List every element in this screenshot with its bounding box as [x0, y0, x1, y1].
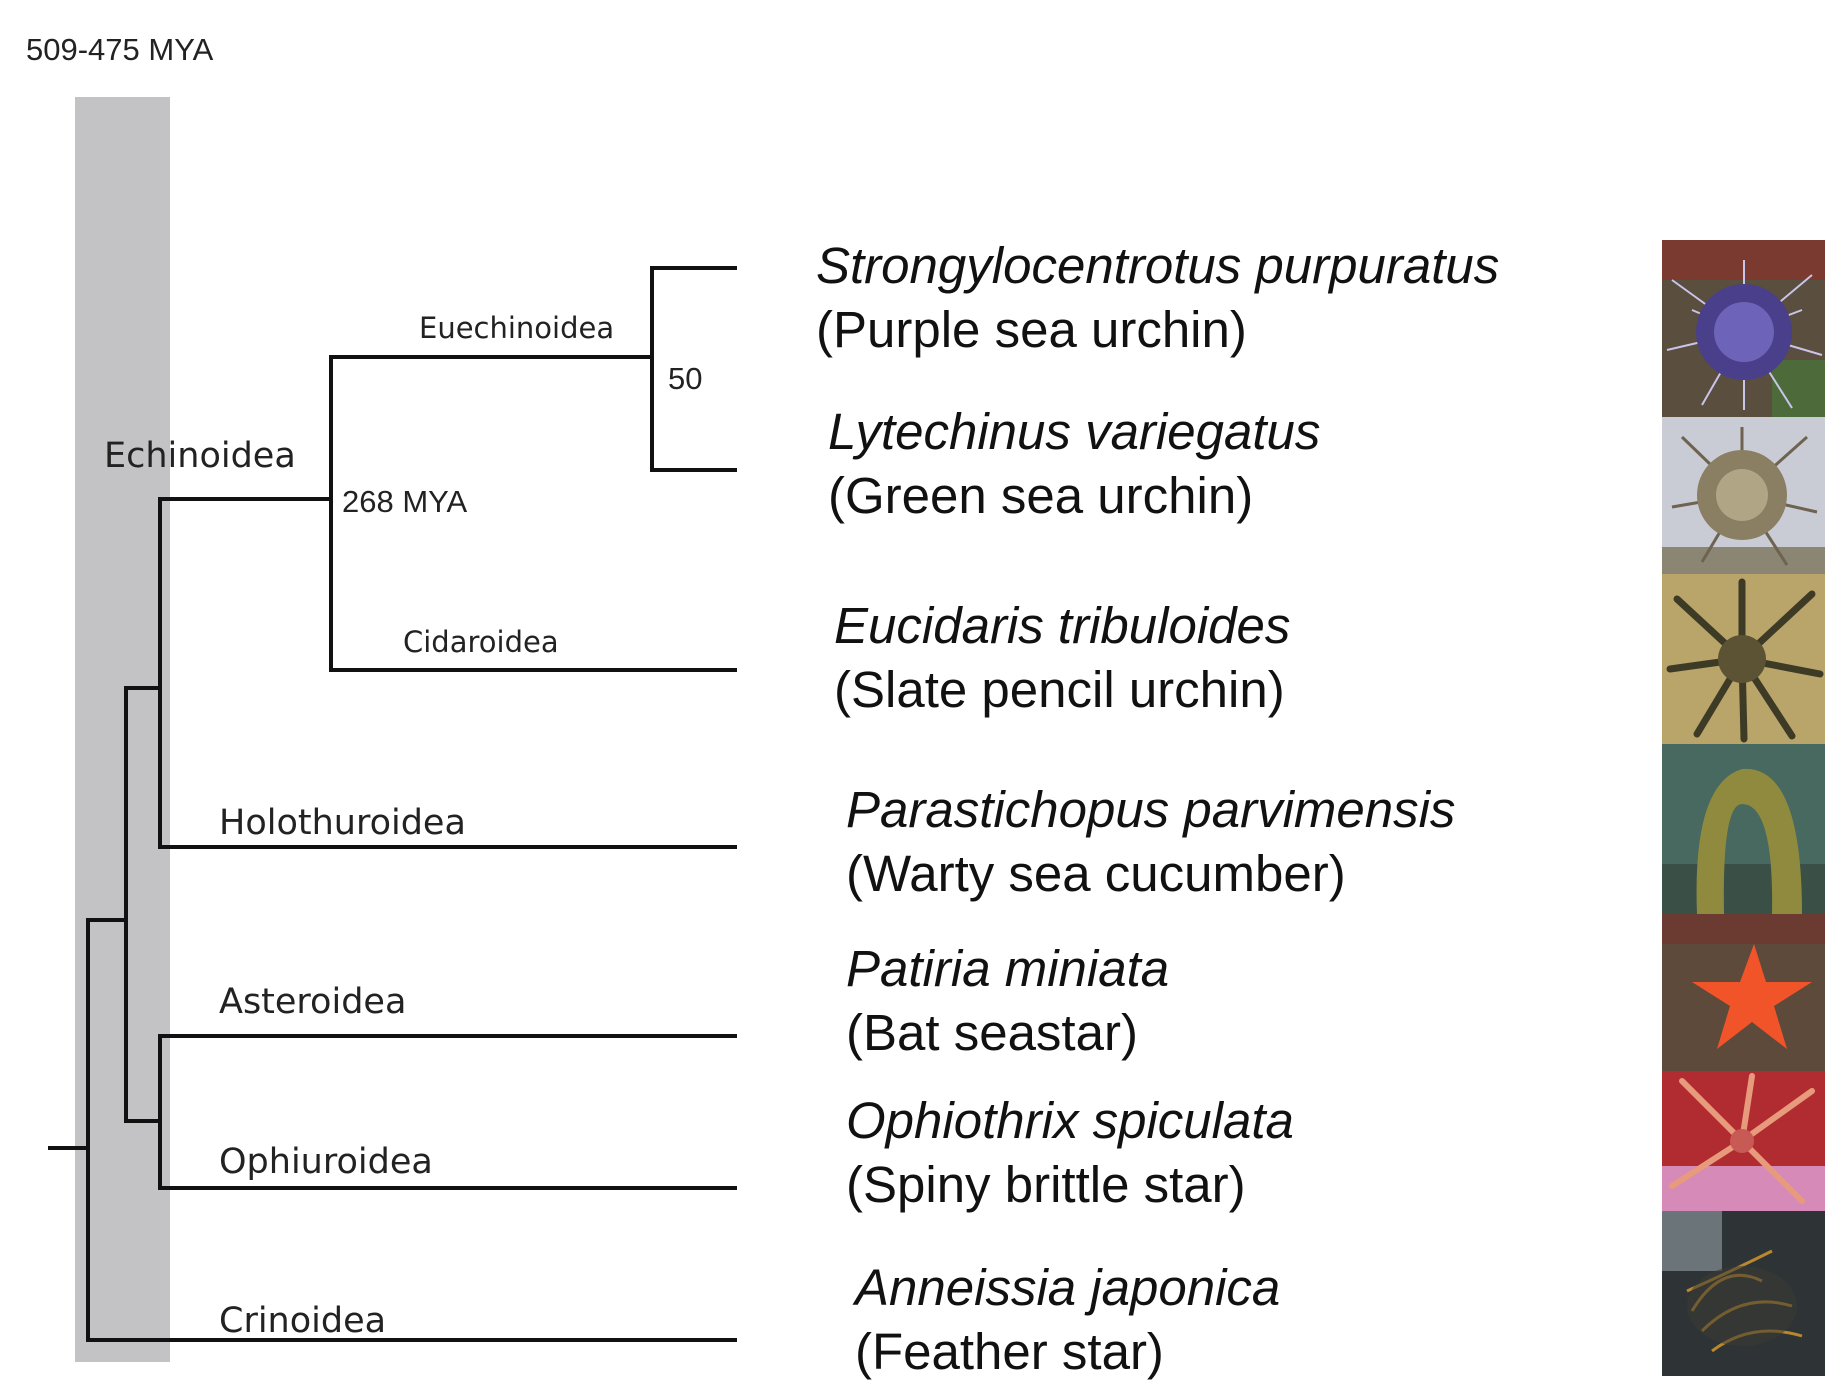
- clade-label-ophiuroidea: Ophiuroidea: [219, 1142, 433, 1182]
- scientific-name: Eucidaris tribuloides: [834, 597, 1291, 654]
- time-band: [75, 97, 170, 1362]
- clade-label-euechinoidea: Euechinoidea: [419, 311, 614, 345]
- common-name: (Feather star): [855, 1323, 1164, 1380]
- scientific-name: Lytechinus variegatus: [828, 403, 1321, 460]
- warty-sea-cucumber-photo: [1662, 744, 1825, 914]
- clade-label-echinoidea: Echinoidea: [104, 436, 296, 476]
- slate-pencil-urchin-photo: [1662, 574, 1825, 744]
- purple-sea-urchin-photo: [1662, 240, 1825, 417]
- spiny-brittle-star-photo: [1662, 1071, 1825, 1211]
- common-name: (Slate pencil urchin): [834, 661, 1285, 718]
- clade-label-asteroidea: Asteroidea: [219, 982, 406, 1022]
- scientific-name: Parastichopus parvimensis: [846, 781, 1456, 838]
- time-range-label: 509-475 MYA: [26, 32, 214, 67]
- species-label-warty-sea-cucumber: Parastichopus parvimensis (Warty sea cuc…: [846, 778, 1455, 906]
- scientific-name: Anneissia japonica: [855, 1259, 1281, 1316]
- species-label-slate-pencil-urchin: Eucidaris tribuloides (Slate pencil urch…: [834, 594, 1290, 722]
- common-name: (Spiny brittle star): [846, 1156, 1246, 1213]
- scientific-name: Patiria miniata: [846, 940, 1170, 997]
- clade-label-cidaroidea: Cidaroidea: [403, 625, 559, 659]
- bat-seastar-photo: [1662, 914, 1825, 1071]
- species-label-purple-sea-urchin: Strongylocentrotus purpuratus (Purple se…: [816, 234, 1499, 362]
- common-name: (Warty sea cucumber): [846, 845, 1346, 902]
- echinoidea-divergence-label: 268 MYA: [342, 484, 468, 519]
- common-name: (Bat seastar): [846, 1004, 1138, 1061]
- common-name: (Green sea urchin): [828, 467, 1254, 524]
- tree-branches: [48, 266, 737, 1342]
- clade-label-crinoidea: Crinoidea: [219, 1301, 386, 1341]
- clade-label-holothuroidea: Holothuroidea: [219, 803, 466, 843]
- scientific-name: Ophiothrix spiculata: [846, 1092, 1294, 1149]
- species-label-green-sea-urchin: Lytechinus variegatus (Green sea urchin): [828, 400, 1320, 528]
- common-name: (Purple sea urchin): [816, 301, 1247, 358]
- scientific-name: Strongylocentrotus purpuratus: [816, 237, 1500, 294]
- feather-star-photo: [1662, 1211, 1825, 1376]
- species-label-bat-seastar: Patiria miniata (Bat seastar): [846, 937, 1169, 1065]
- green-sea-urchin-photo: [1662, 417, 1825, 574]
- species-label-feather-star: Anneissia japonica (Feather star): [855, 1256, 1280, 1384]
- species-label-spiny-brittle-star: Ophiothrix spiculata (Spiny brittle star…: [846, 1089, 1294, 1217]
- euechinoidea-divergence-label: 50: [668, 361, 702, 396]
